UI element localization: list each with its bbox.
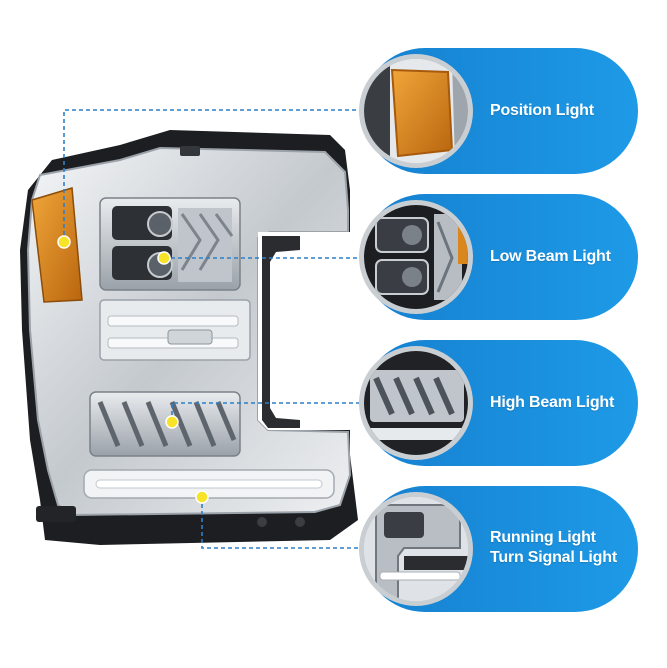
leader-lines	[63, 109, 364, 549]
low-beam-light-label: Low Beam Light	[490, 248, 611, 265]
running-turn-signal-light-label: Running Light Turn Signal Light	[490, 528, 617, 568]
marker-position	[57, 235, 71, 249]
detail-low-beam-light	[359, 200, 473, 314]
detail-running-light	[359, 492, 473, 606]
turn-signal-light-text: Turn Signal Light	[490, 549, 617, 566]
headlight-housing	[20, 130, 358, 545]
leader-line-position	[63, 109, 364, 242]
high-beam-light-label: High Beam Light	[490, 394, 615, 411]
light-markers	[57, 235, 209, 504]
detail-position-light	[359, 54, 473, 168]
detail-high-beam-light	[359, 346, 473, 460]
marker-low-beam	[157, 251, 171, 265]
marker-running	[195, 490, 209, 504]
leader-line-high-beam	[171, 402, 364, 422]
leader-line-running	[201, 497, 364, 549]
position-light-label: Position Light	[490, 102, 594, 119]
running-light-text: Running Light	[490, 529, 596, 546]
marker-high-beam	[165, 415, 179, 429]
